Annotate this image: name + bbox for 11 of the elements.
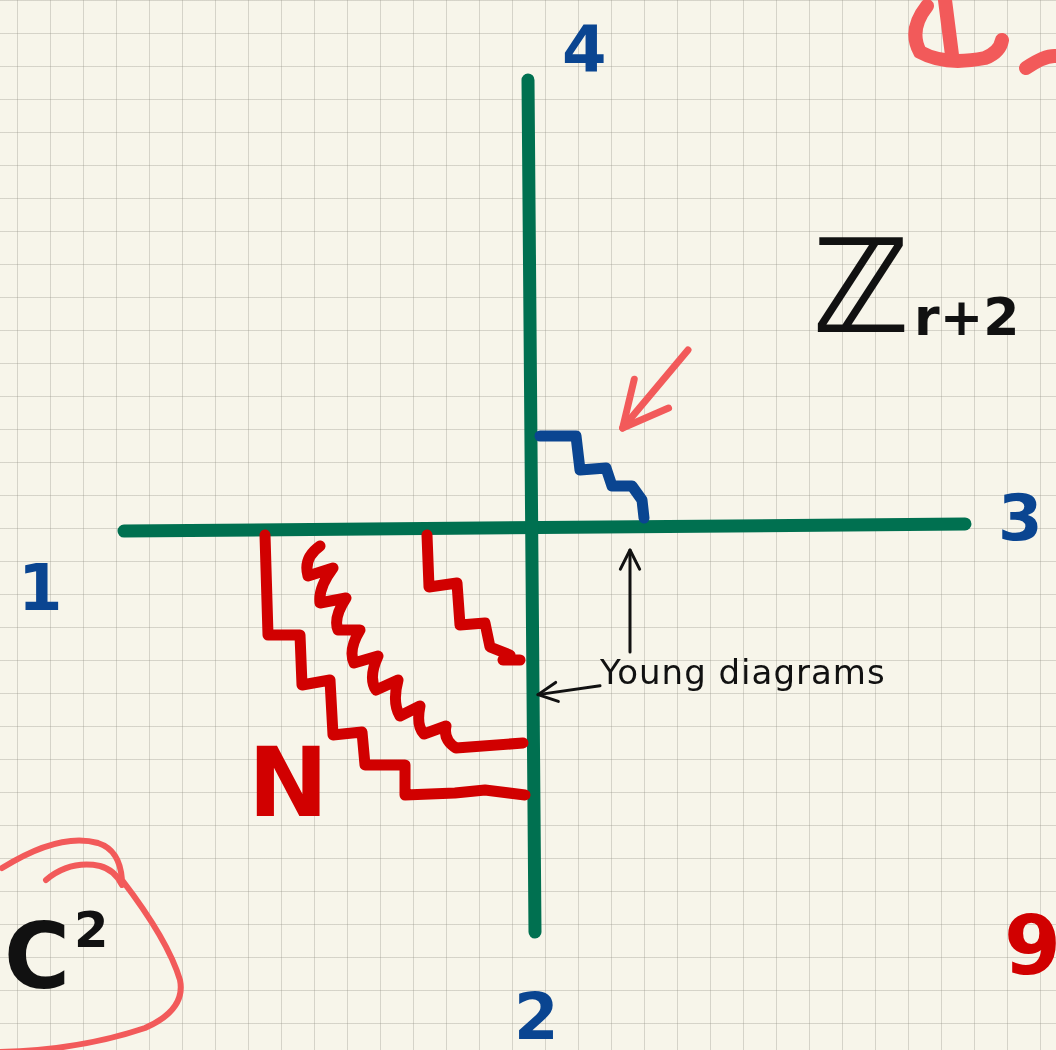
annotation-text: Young diagrams [600,652,886,692]
arrow [536,680,602,703]
axis-label: 3 [998,486,1043,550]
axis-label: 4 [562,18,607,82]
arrow [619,346,692,432]
axis-label: 9 [1004,905,1056,987]
axis-label: 2 [514,985,559,1049]
axis-label: 1 [18,556,63,620]
axis-label: N [248,735,329,831]
axis-label: C$^{2}$ [4,912,109,1002]
arrow [618,548,642,654]
